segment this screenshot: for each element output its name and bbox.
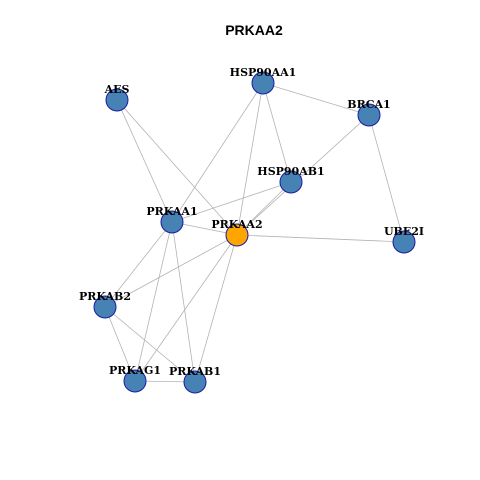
node-label-prkag1: PRKAG1 — [109, 364, 161, 377]
edge-prkaa1-prkab1 — [171, 221, 196, 383]
diagram-title: PRKAA2 — [225, 22, 283, 38]
edge-prkaa2-prkag1 — [134, 234, 238, 382]
edge-prkaa1-prkab2 — [104, 221, 173, 308]
edge-layer — [104, 82, 405, 383]
edge-hsp90aa1-prkaa1 — [171, 82, 264, 223]
edge-prkaa2-prkab2 — [104, 234, 238, 308]
node-layer — [93, 71, 416, 394]
node-brca1[interactable] — [357, 103, 381, 127]
edge-brca1-ube2i — [368, 114, 405, 243]
edge-hsp90ab1-prkaa1 — [171, 181, 292, 223]
node-prkaa1[interactable] — [160, 210, 184, 234]
node-label-ube2i: UBE2I — [384, 225, 424, 238]
edge-aes-prkaa2 — [116, 99, 238, 236]
node-label-brca1: BRCA1 — [347, 98, 390, 111]
node-label-aes: AES — [104, 83, 130, 96]
node-prkag1[interactable] — [123, 369, 147, 393]
edge-prkaa2-prkab1 — [194, 234, 238, 383]
node-label-prkaa2: PRKAA2 — [211, 218, 262, 231]
edge-prkab2-prkag1 — [104, 306, 136, 382]
edge-prkaa1-prkag1 — [134, 221, 173, 382]
edge-hsp90aa1-brca1 — [262, 82, 370, 116]
node-hsp90aa1[interactable] — [251, 71, 275, 95]
node-prkab1[interactable] — [183, 370, 207, 394]
node-ube2i[interactable] — [392, 230, 416, 254]
edge-hsp90aa1-hsp90ab1 — [262, 82, 292, 183]
edge-prkab2-prkab1 — [104, 306, 196, 383]
edge-prkaa2-ube2i — [236, 234, 405, 243]
edge-aes-prkaa1 — [116, 99, 173, 223]
edge-hsp90aa1-prkaa2 — [236, 82, 264, 236]
node-label-prkab2: PRKAB2 — [79, 290, 131, 303]
node-label-hsp90ab1: HSP90AB1 — [257, 165, 324, 178]
node-label-prkaa1: PRKAA1 — [146, 205, 197, 218]
node-prkab2[interactable] — [93, 295, 117, 319]
edge-hsp90ab1-prkaa2 — [236, 181, 292, 236]
node-label-prkab1: PRKAB1 — [169, 365, 221, 378]
node-hsp90ab1[interactable] — [279, 170, 303, 194]
node-aes[interactable] — [105, 88, 129, 112]
edge-brca1-prkaa2 — [236, 114, 370, 236]
node-prkaa2[interactable] — [225, 223, 249, 247]
node-label-hsp90aa1: HSP90AA1 — [230, 66, 297, 79]
